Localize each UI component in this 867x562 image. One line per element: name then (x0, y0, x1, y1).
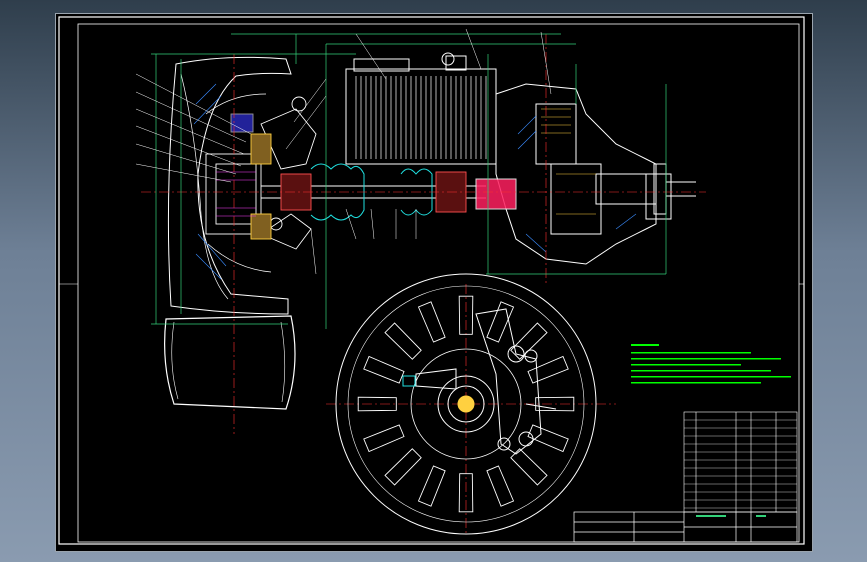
disc-vent-slot (417, 465, 446, 507)
disc-vent-slot (510, 322, 548, 360)
title-block-fill (696, 515, 766, 517)
hub-knuckle (205, 96, 317, 250)
cad-viewport[interactable] (55, 13, 813, 552)
centerlines (141, 34, 706, 534)
disc-vent-slot (384, 322, 422, 360)
drawing-canvas (58, 16, 805, 545)
gearbox-hatch (541, 108, 596, 215)
disc-vent-slot (458, 473, 474, 513)
disc-vent-slot (486, 301, 515, 343)
title-block (573, 511, 798, 543)
technical-notes (631, 344, 791, 384)
disc-vent-slot (357, 396, 397, 412)
disc-vent-slot (510, 448, 548, 486)
hub-hatch (216, 171, 256, 217)
wheel-hatch (193, 83, 227, 280)
outer-frame (58, 16, 805, 545)
wheel-assembly (164, 56, 296, 410)
brake-disc (335, 273, 597, 535)
disc-vent-slot (363, 355, 405, 384)
disc-vent-slot (458, 295, 474, 335)
parts-list-table (683, 411, 798, 513)
disc-vent-slot (486, 465, 515, 507)
motor-fins (355, 76, 487, 159)
leader-lines (135, 28, 552, 275)
output-flange (653, 163, 696, 215)
gearbox (475, 83, 672, 265)
cv-boot-outer (310, 163, 365, 221)
disc-vent-slot (384, 448, 422, 486)
disc-vent-slot (417, 301, 446, 343)
brake-caliper (402, 308, 557, 455)
disc-vent-slot (527, 355, 569, 384)
gearbox-hatch-blue (517, 115, 637, 253)
disc-vent-slot (527, 424, 569, 453)
dimensions (151, 33, 667, 329)
parts-list-rows (684, 419, 797, 509)
disc-vents (357, 295, 575, 513)
disc-vent-slot (363, 424, 405, 453)
inner-frame (77, 23, 800, 543)
